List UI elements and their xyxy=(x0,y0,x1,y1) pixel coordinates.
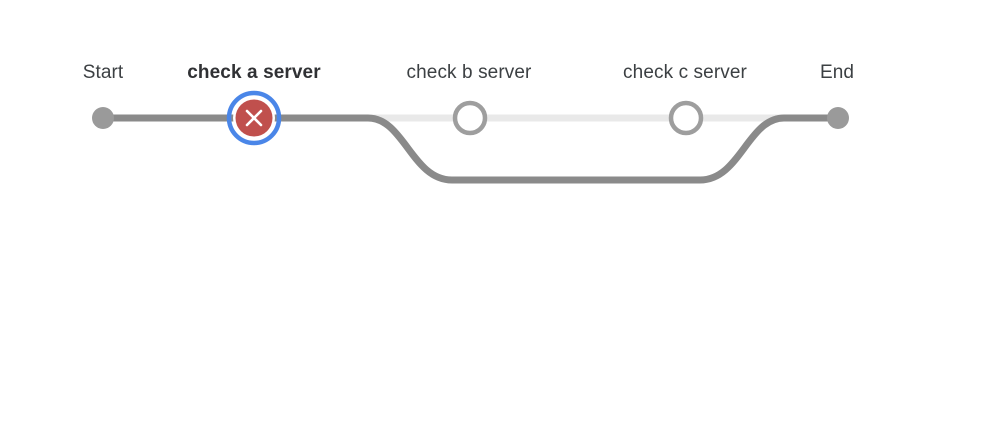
node-hit-end[interactable] xyxy=(821,101,855,135)
active-path-group xyxy=(103,114,842,184)
node-label-check-a-server: check a server xyxy=(187,62,321,83)
node-label-check-c-server: check c server xyxy=(623,62,747,83)
selection-ring xyxy=(226,90,282,146)
active-bypass-branch xyxy=(270,114,842,184)
node-hit-check-b-server[interactable] xyxy=(450,98,490,138)
node-check-b-server[interactable] xyxy=(452,100,488,136)
node-check-c-server[interactable] xyxy=(668,100,704,136)
node-hit-check-c-server[interactable] xyxy=(666,98,706,138)
node-label-end: End xyxy=(819,62,855,83)
node-hit-start[interactable] xyxy=(86,101,120,135)
close-x-icon xyxy=(245,109,263,127)
node-label-check-b-server: check b server xyxy=(406,62,532,83)
node-check-a-server[interactable] xyxy=(226,90,282,146)
node-label-start: Start xyxy=(82,62,124,83)
node-start[interactable] xyxy=(92,107,114,129)
node-hit-check-a-server[interactable] xyxy=(226,90,282,146)
node-end[interactable] xyxy=(827,107,849,129)
